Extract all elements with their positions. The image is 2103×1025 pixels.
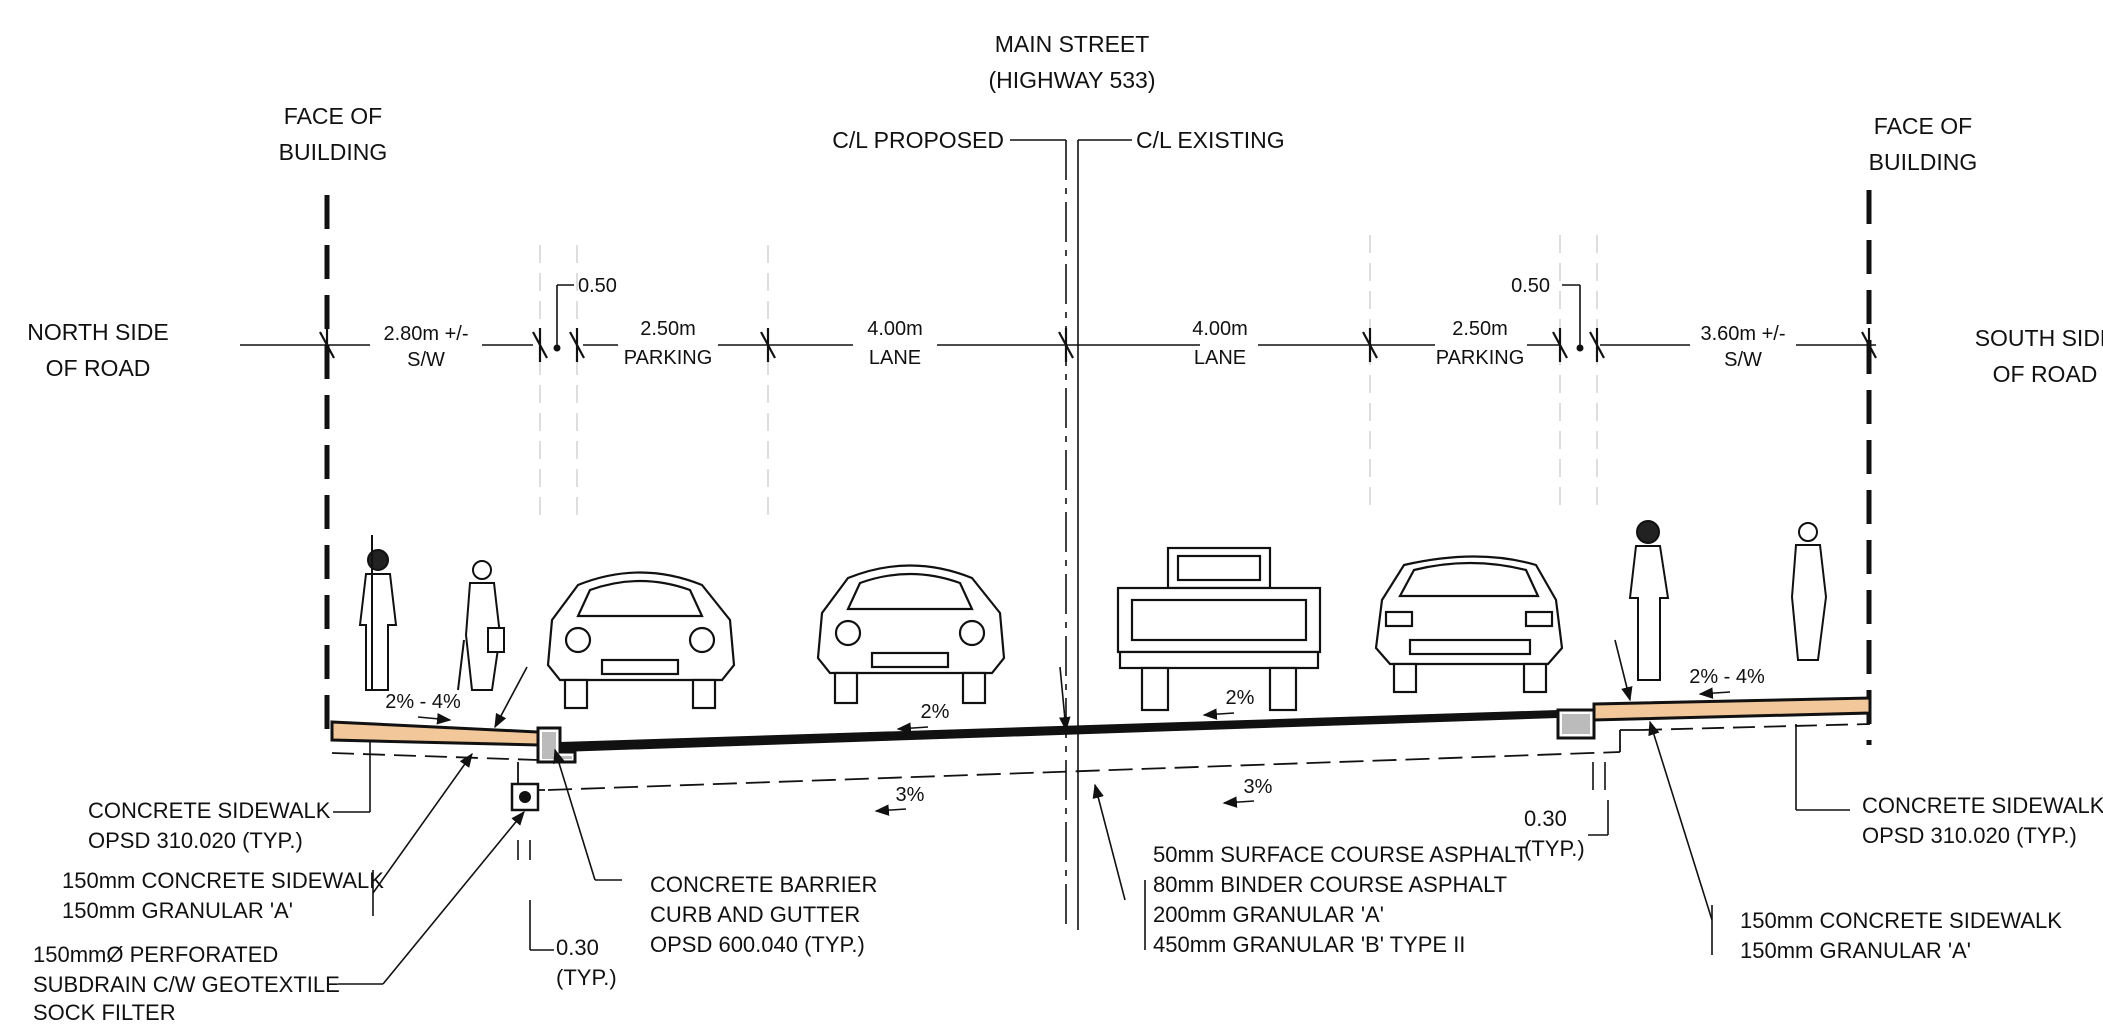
right-subgrade-slope: 3% <box>1244 776 1273 798</box>
note-subdrain: 150mmØ PERFORATED SUBDRAIN C/W GEOTEXTIL… <box>33 942 340 1025</box>
right-parking-label: PARKING <box>1436 347 1525 369</box>
svg-text:(TYP.): (TYP.) <box>556 965 617 990</box>
guide-lines <box>539 235 1598 515</box>
left-parking-label: PARKING <box>624 347 713 369</box>
right-sidewalk-slope: 2% - 4% <box>1689 666 1765 688</box>
svg-text:SUBDRAIN C/W GEOTEXTILE: SUBDRAIN C/W GEOTEXTILE <box>33 972 340 997</box>
right-sw-label: S/W <box>1724 349 1762 371</box>
svg-text:0.30: 0.30 <box>1524 806 1567 831</box>
callout-leaders <box>333 639 1850 985</box>
right-lane-width: 4.00m <box>1192 318 1248 340</box>
svg-text:150mm CONCRETE SIDEWALK: 150mm CONCRETE SIDEWALK <box>62 868 384 893</box>
left-road-slope: 2% <box>921 701 950 723</box>
svg-text:OPSD 310.020 (TYP.): OPSD 310.020 (TYP.) <box>1862 823 2077 848</box>
dimension-labels: 2.80m +/- S/W 0.50 2.50m PARKING 4.00m L… <box>383 275 1785 371</box>
svg-text:0.30: 0.30 <box>556 935 599 960</box>
cl-proposed-label: C/L PROPOSED <box>832 127 1004 153</box>
right-offset-dim: 0.50 <box>1511 275 1550 297</box>
right-sidewalk-slab <box>1592 696 1872 722</box>
right-face-line-1: FACE OF <box>1874 113 1972 139</box>
right-sw-width: 3.60m +/- <box>1700 323 1785 345</box>
pedestrian-figure-4 <box>1790 522 1828 661</box>
svg-text:150mm GRANULAR 'A': 150mm GRANULAR 'A' <box>62 898 293 923</box>
left-face-line-2: BUILDING <box>279 139 388 165</box>
left-sw-width: 2.80m +/- <box>383 323 468 345</box>
svg-text:200mm GRANULAR 'A': 200mm GRANULAR 'A' <box>1153 902 1384 927</box>
right-parking-width: 2.50m <box>1452 318 1508 340</box>
south-side-line-1: SOUTH SIDE <box>1975 325 2103 351</box>
left-subgrade-slope: 3% <box>896 784 925 806</box>
right-curb <box>1556 708 1640 752</box>
title-block: MAIN STREET (HIGHWAY 533) <box>989 31 1156 93</box>
north-side-line-1: NORTH SIDE <box>27 319 168 345</box>
car-front-2 <box>816 564 1006 705</box>
svg-text:150mmØ PERFORATED: 150mmØ PERFORATED <box>33 942 278 967</box>
svg-text:450mm GRANULAR 'B' TYPE II: 450mm GRANULAR 'B' TYPE II <box>1153 932 1465 957</box>
left-face-line-1: FACE OF <box>284 103 382 129</box>
left-parking-width: 2.50m <box>640 318 696 340</box>
left-offset-dim: 0.50 <box>578 275 617 297</box>
right-lane-label: LANE <box>1194 347 1246 369</box>
centerlines <box>1065 140 1079 930</box>
subdrain-pipe <box>510 782 540 812</box>
note-right-offset: 0.30 (TYP.) <box>1524 806 1585 861</box>
svg-text:CONCRETE SIDEWALK: CONCRETE SIDEWALK <box>1862 793 2103 818</box>
left-sidewalk <box>330 720 540 761</box>
left-curb <box>517 726 577 791</box>
title-line-2: (HIGHWAY 533) <box>989 67 1156 93</box>
centerline-labels: C/L PROPOSED C/L EXISTING <box>832 127 1284 153</box>
right-face-line-2: BUILDING <box>1869 149 1978 175</box>
note-pavement: 50mm SURFACE COURSE ASPHALT 80mm BINDER … <box>1153 842 1528 957</box>
note-left-sidewalk: CONCRETE SIDEWALK OPSD 310.020 (TYP.) <box>88 798 331 853</box>
north-side-line-2: OF ROAD <box>46 355 151 381</box>
svg-text:SOCK FILTER: SOCK FILTER <box>33 1000 176 1025</box>
svg-text:150mm GRANULAR 'A': 150mm GRANULAR 'A' <box>1740 938 1971 963</box>
title-line-1: MAIN STREET <box>995 31 1150 57</box>
pickup-truck-front <box>1116 546 1322 712</box>
svg-text:150mm CONCRETE SIDEWALK: 150mm CONCRETE SIDEWALK <box>1740 908 2062 933</box>
left-sidewalk-slope: 2% - 4% <box>385 691 461 713</box>
left-lane-label: LANE <box>869 347 921 369</box>
svg-text:50mm SURFACE COURSE ASPHALT: 50mm SURFACE COURSE ASPHALT <box>1153 842 1528 867</box>
left-lane-width: 4.00m <box>867 318 923 340</box>
pedestrian-figure-1 <box>358 535 398 691</box>
note-right-sidewalk-structure: 150mm CONCRETE SIDEWALK 150mm GRANULAR '… <box>1740 908 2062 963</box>
cl-existing-label: C/L EXISTING <box>1136 127 1285 153</box>
svg-text:CONCRETE BARRIER: CONCRETE BARRIER <box>650 872 877 897</box>
note-left-sidewalk-structure: 150mm CONCRETE SIDEWALK 150mm GRANULAR '… <box>62 868 384 923</box>
dimension-string <box>240 284 1877 362</box>
svg-text:CURB AND GUTTER: CURB AND GUTTER <box>650 902 860 927</box>
note-curb: CONCRETE BARRIER CURB AND GUTTER OPSD 60… <box>650 872 877 957</box>
svg-text:(TYP.): (TYP.) <box>1524 836 1585 861</box>
svg-text:OPSD 310.020 (TYP.): OPSD 310.020 (TYP.) <box>88 828 303 853</box>
south-side-line-2: OF ROAD <box>1993 361 2098 387</box>
left-sw-label: S/W <box>407 349 445 371</box>
svg-text:OPSD 600.040 (TYP.): OPSD 600.040 (TYP.) <box>650 932 865 957</box>
svg-text:80mm BINDER COURSE ASPHALT: 80mm BINDER COURSE ASPHALT <box>1153 872 1507 897</box>
note-left-offset: 0.30 (TYP.) <box>556 935 617 990</box>
right-sidewalk <box>1592 696 1872 731</box>
left-face-of-building: FACE OF BUILDING <box>279 103 388 745</box>
road-pavement <box>547 710 1621 791</box>
svg-text:CONCRETE SIDEWALK: CONCRETE SIDEWALK <box>88 798 331 823</box>
car-front-1 <box>546 571 736 710</box>
pedestrian-figure-2 <box>457 560 505 691</box>
car-rear-3 <box>1374 555 1564 694</box>
right-road-slope: 2% <box>1226 687 1255 709</box>
left-sidewalk-slab <box>330 720 540 747</box>
pedestrian-figure-3 <box>1628 520 1670 681</box>
right-face-of-building: FACE OF BUILDING <box>1866 113 1978 745</box>
note-right-sidewalk: CONCRETE SIDEWALK OPSD 310.020 (TYP.) <box>1862 793 2103 848</box>
slope-labels: 2% - 4% 2% 2% 2% - 4% 3% 3% <box>385 666 1765 816</box>
